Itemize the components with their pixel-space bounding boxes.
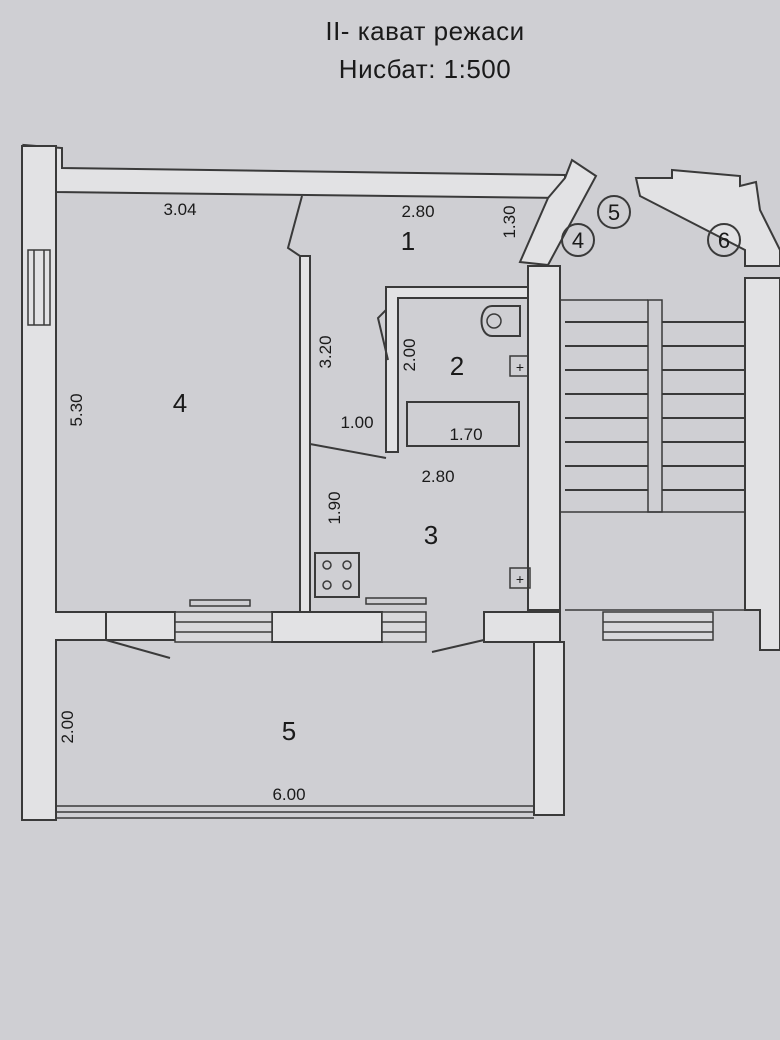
entrance-wall bbox=[518, 158, 598, 267]
dim-room4-length: 5.30 bbox=[67, 393, 86, 426]
room-label-1: 1 bbox=[401, 226, 415, 256]
stair-right-wall bbox=[744, 277, 780, 651]
radiator-2 bbox=[365, 597, 427, 605]
balcony-railing bbox=[56, 805, 534, 819]
left-window bbox=[27, 249, 51, 326]
wall-segment-a bbox=[271, 611, 383, 643]
svg-text:+: + bbox=[516, 571, 524, 587]
svg-text:+: + bbox=[516, 359, 524, 375]
room-label-4: 4 bbox=[173, 388, 187, 418]
dim-corridor-length: 3.20 bbox=[316, 335, 335, 368]
stair-marker-5: 5 bbox=[597, 195, 631, 229]
wall-segment-b bbox=[483, 611, 561, 643]
stairwell bbox=[560, 277, 780, 651]
svg-text:6: 6 bbox=[718, 228, 730, 253]
svg-text:4: 4 bbox=[572, 228, 584, 253]
room-label-3: 3 bbox=[424, 520, 438, 550]
stair-top-wall bbox=[634, 168, 780, 267]
dim-room1-width: 2.80 bbox=[401, 202, 434, 221]
door-swing-4 bbox=[105, 639, 171, 659]
balcony-window-2 bbox=[381, 611, 427, 643]
bathtub bbox=[406, 401, 520, 447]
stair-marker-4: 4 bbox=[561, 223, 595, 257]
dim-balcony-depth: 2.00 bbox=[58, 710, 77, 743]
dim-bath-length: 1.70 bbox=[449, 425, 482, 444]
plan-scale: Нисбат: 1:500 bbox=[338, 54, 512, 84]
door-swing-2 bbox=[376, 309, 389, 361]
radiator-1 bbox=[189, 599, 251, 607]
partition-wall-4 bbox=[299, 255, 311, 613]
dim-balcony-length: 6.00 bbox=[272, 785, 305, 804]
dim-room1-depth: 1.30 bbox=[500, 205, 519, 238]
balcony-window-1 bbox=[174, 611, 273, 643]
stair-window bbox=[602, 611, 714, 641]
stove-icon bbox=[314, 552, 360, 598]
balcony-right-wall bbox=[533, 641, 565, 816]
door-swing-1 bbox=[286, 195, 303, 257]
dim-room4-width: 3.04 bbox=[163, 200, 196, 219]
toilet-icon bbox=[480, 305, 521, 337]
dim-door-width: 1.00 bbox=[340, 413, 373, 432]
door-swing-3 bbox=[309, 443, 387, 459]
socket-icon-3 bbox=[509, 567, 531, 589]
door-swing-5 bbox=[431, 639, 485, 653]
right-wall bbox=[527, 265, 561, 611]
dim-room3-length: 1.90 bbox=[325, 491, 344, 524]
stair-marker-6: 6 bbox=[707, 223, 741, 257]
room-label-5: 5 bbox=[282, 716, 296, 746]
plan-title: II- кават режаси bbox=[325, 16, 525, 46]
svg-text:5: 5 bbox=[608, 200, 620, 225]
room-label-2: 2 bbox=[450, 351, 464, 381]
dim-room3-width: 2.80 bbox=[421, 467, 454, 486]
balcony-wall bbox=[56, 611, 176, 641]
top-wall bbox=[21, 143, 566, 200]
dim-room2-length: 2.00 bbox=[400, 338, 419, 371]
